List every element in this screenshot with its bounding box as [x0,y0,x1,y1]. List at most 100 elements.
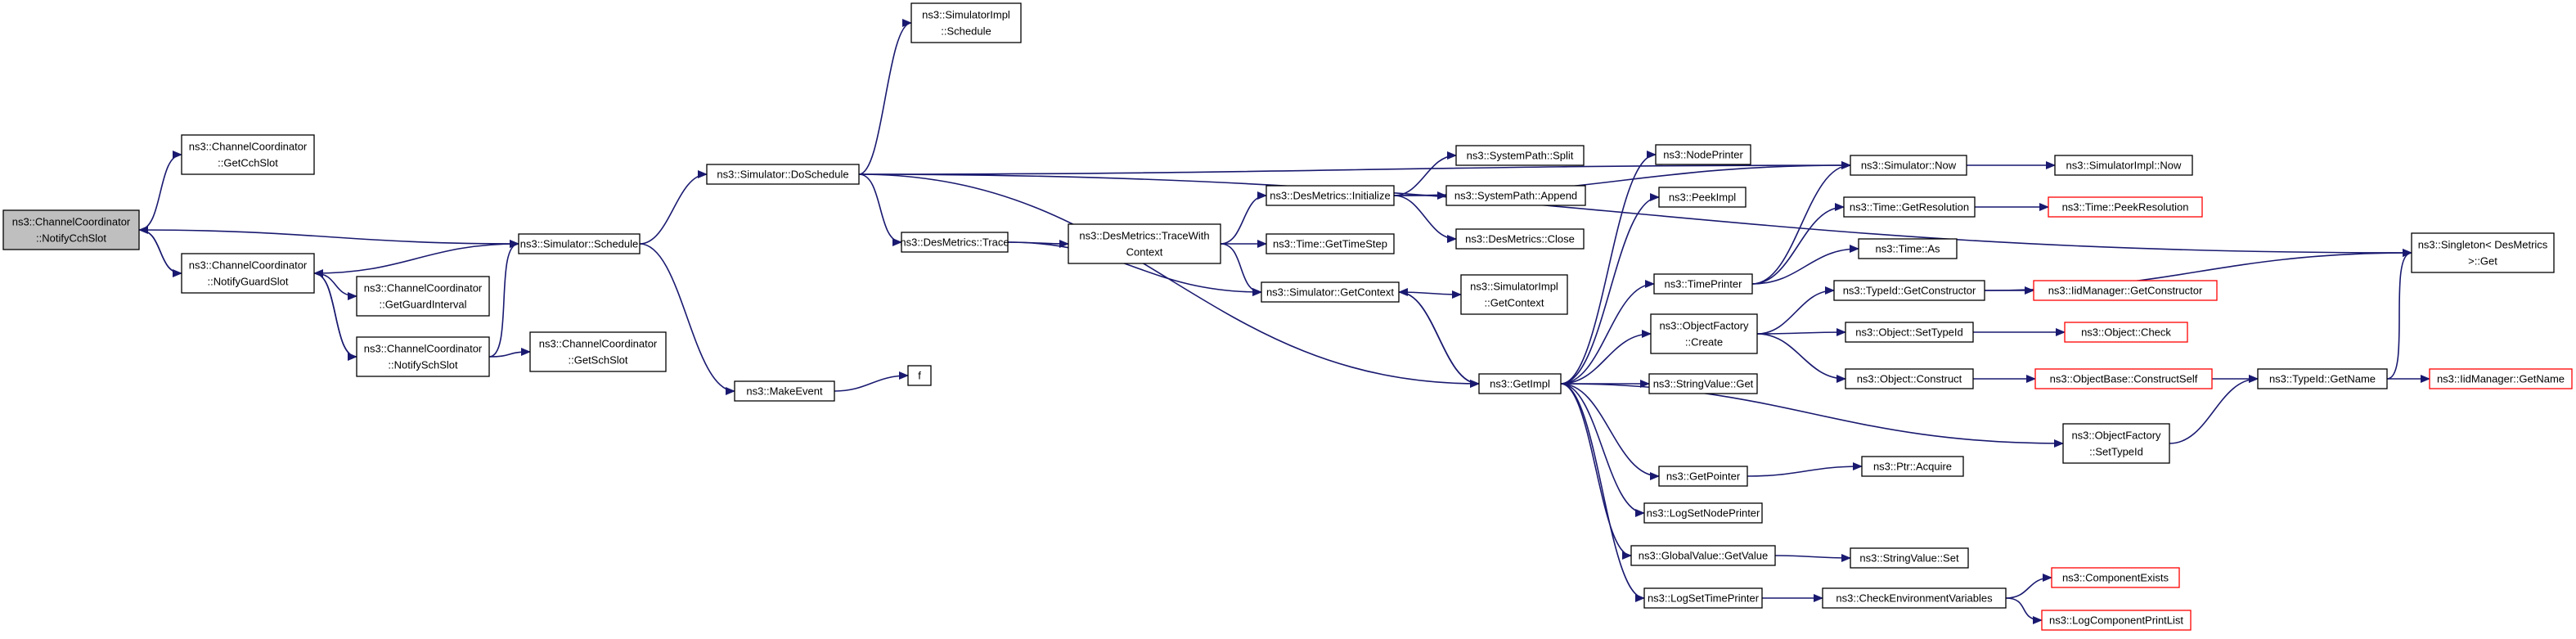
node-simImplSchedule[interactable]: ns3::SimulatorImpl::Schedule [910,2,1022,43]
node-box[interactable] [2257,368,2388,389]
node-sysAppend[interactable]: ns3::SystemPath::Append [1445,185,1586,206]
node-box[interactable] [1658,187,1747,208]
node-box[interactable] [529,331,667,372]
node-box[interactable] [518,233,641,254]
node-box[interactable] [2041,610,2192,631]
node-box[interactable] [2048,196,2203,218]
node-objSetTypeId[interactable]: ns3::Object::SetTypeId [1845,322,1974,343]
node-box[interactable] [2064,322,2188,343]
node-logCompPrint[interactable]: ns3::LogComponentPrintList [2041,610,2192,631]
node-sysSplit[interactable]: ns3::SystemPath::Split [1455,145,1585,166]
node-box[interactable] [1850,155,1967,176]
node-box[interactable] [181,134,315,175]
node-box[interactable] [1455,145,1585,166]
node-notifyCch[interactable]: ns3::ChannelCoordinator::NotifyCchSlot [2,209,140,250]
node-compExists[interactable]: ns3::ComponentExists [2051,567,2180,588]
node-box[interactable] [1653,273,1753,295]
node-objFactCreate[interactable]: ns3::ObjectFactory::Create [1650,313,1758,354]
node-objCheck[interactable]: ns3::Object::Check [2064,322,2188,343]
node-makeEvent[interactable]: ns3::MakeEvent [734,380,835,402]
node-box[interactable] [1850,547,1969,569]
node-notifySch[interactable]: ns3::ChannelCoordinator::NotifySchSlot [356,336,490,377]
node-objFactSetTypeId[interactable]: ns3::ObjectFactory::SetTypeId [2062,423,2170,464]
node-getCch[interactable]: ns3::ChannelCoordinator::GetCchSlot [181,134,315,175]
node-box[interactable] [1068,223,1221,264]
node-getImpl[interactable]: ns3::GetImpl [1478,373,1562,394]
node-notifyGuard[interactable]: ns3::ChannelCoordinator::NotifyGuardSlot [181,253,315,294]
node-box[interactable] [2033,280,2218,301]
node-box[interactable] [910,2,1022,43]
node-box[interactable] [2054,155,2193,176]
node-box[interactable] [901,232,1009,253]
node-getGuardInt[interactable]: ns3::ChannelCoordinator::GetGuardInterva… [356,276,490,317]
node-box[interactable] [706,164,860,185]
node-timeStep[interactable]: ns3::Time::GetTimeStep [1266,233,1395,254]
node-simNow[interactable]: ns3::Simulator::Now [1850,155,1967,176]
node-box[interactable] [1845,322,1974,343]
node-doSchedule[interactable]: ns3::Simulator::DoSchedule [706,164,860,185]
node-box[interactable] [1643,587,1763,609]
node-desClose[interactable]: ns3::DesMetrics::Close [1455,228,1585,250]
node-box[interactable] [2429,368,2573,389]
node-getRes[interactable]: ns3::Time::GetResolution [1843,196,1976,218]
node-box[interactable] [1845,368,1974,389]
node-implNow[interactable]: ns3::SimulatorImpl::Now [2054,155,2193,176]
node-logSetNode[interactable]: ns3::LogSetNodePrinter [1643,502,1763,524]
node-checkEnv[interactable]: ns3::CheckEnvironmentVariables [1822,587,2007,609]
node-simGetContext[interactable]: ns3::Simulator::GetContext [1261,281,1400,303]
node-box[interactable] [907,365,932,386]
node-box[interactable] [734,380,835,402]
node-box[interactable] [181,253,315,294]
node-box[interactable] [1478,373,1562,394]
node-implGetContext[interactable]: ns3::SimulatorImpl::GetContext [1460,274,1568,315]
node-box[interactable] [356,276,490,317]
node-strValSet[interactable]: ns3::StringValue::Set [1850,547,1969,569]
node-box[interactable] [1822,587,2007,609]
node-box[interactable] [1266,185,1395,206]
node-nodePrinter[interactable]: ns3::NodePrinter [1655,144,1751,165]
node-box[interactable] [2,209,140,250]
node-iidGetCtor[interactable]: ns3::IidManager::GetConstructor [2033,280,2218,301]
node-strValGet[interactable]: ns3::StringValue::Get [1648,373,1758,394]
node-box[interactable] [2411,232,2555,273]
node-box[interactable] [1445,185,1586,206]
node-box[interactable] [1630,545,1776,566]
node-box[interactable] [1643,502,1763,524]
node-schedule[interactable]: ns3::Simulator::Schedule [518,233,641,254]
node-objBaseCS[interactable]: ns3::ObjectBase::ConstructSelf [2034,368,2213,389]
node-box[interactable] [1861,456,1964,477]
node-box[interactable] [2062,423,2170,464]
node-box[interactable] [1650,313,1758,354]
node-logSetTime[interactable]: ns3::LogSetTimePrinter [1643,587,1763,609]
node-globalGetValue[interactable]: ns3::GlobalValue::GetValue [1630,545,1776,566]
node-typeIdGetCtor[interactable]: ns3::TypeId::GetConstructor [1833,280,1985,301]
node-box[interactable] [356,336,490,377]
node-iidGetName[interactable]: ns3::IidManager::GetName [2429,368,2573,389]
node-box[interactable] [1843,196,1976,218]
node-box[interactable] [1261,281,1400,303]
node-box[interactable] [1648,373,1758,394]
node-getPointer[interactable]: ns3::GetPointer [1658,466,1748,487]
node-desInit[interactable]: ns3::DesMetrics::Initialize [1266,185,1395,206]
node-box[interactable] [2034,368,2213,389]
node-box[interactable] [1455,228,1585,250]
node-box[interactable] [1266,233,1395,254]
node-box[interactable] [1833,280,1985,301]
node-desTrace[interactable]: ns3::DesMetrics::Trace [900,232,1009,253]
node-box[interactable] [1655,144,1751,165]
node-typeIdGetName[interactable]: ns3::TypeId::GetName [2257,368,2388,389]
node-peekRes[interactable]: ns3::Time::PeekResolution [2048,196,2203,218]
node-timeAs[interactable]: ns3::Time::As [1858,238,1958,259]
node-getSch[interactable]: ns3::ChannelCoordinator::GetSchSlot [529,331,667,372]
node-box[interactable] [1658,466,1748,487]
node-ptrAcquire[interactable]: ns3::Ptr::Acquire [1861,456,1964,477]
node-objConstruct[interactable]: ns3::Object::Construct [1845,368,1974,389]
node-timePrinter[interactable]: ns3::TimePrinter [1653,273,1753,295]
node-singletonGet[interactable]: ns3::Singleton< DesMetrics >::Get [2411,232,2555,273]
node-f[interactable]: f [907,365,932,386]
node-box[interactable] [1460,274,1568,315]
node-peekImpl[interactable]: ns3::PeekImpl [1658,187,1747,208]
node-box[interactable] [2051,567,2180,588]
node-box[interactable] [1858,238,1958,259]
